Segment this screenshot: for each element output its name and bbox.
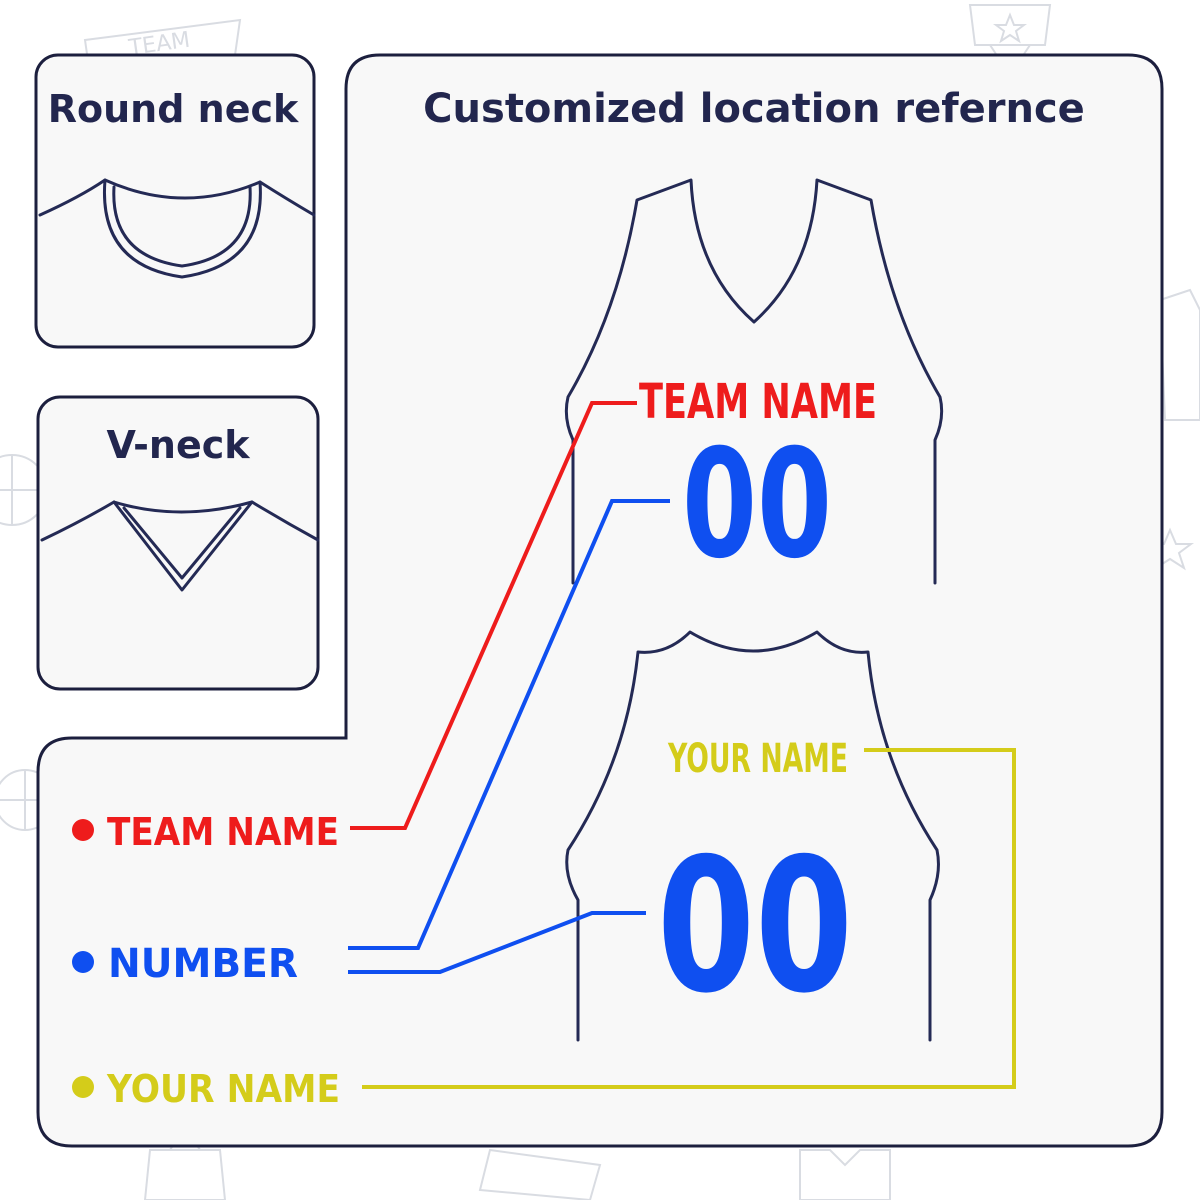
round-neck-title: Round neck xyxy=(48,87,299,131)
back-jersey: YOUR NAME 00 xyxy=(565,630,940,1042)
v-neck-panel: V-neck xyxy=(36,395,320,691)
legend: TEAM NAME NUMBER YOUR NAME xyxy=(72,810,340,1111)
back-player-name-text: YOUR NAME xyxy=(667,736,848,782)
jersey-doodle xyxy=(799,1149,891,1200)
team-name-leader-line xyxy=(350,401,637,830)
number-front-leader-line xyxy=(348,499,670,950)
reference-panel-frame xyxy=(36,53,1164,1148)
reference-title: Customized location refernce xyxy=(423,86,1085,132)
legend-bullet xyxy=(72,1076,94,1098)
jersey-doodle xyxy=(1158,288,1200,421)
legend-label: TEAM NAME xyxy=(107,810,339,854)
legend-item-your-name: YOUR NAME xyxy=(72,1067,340,1111)
round-neck-panel: Round neck xyxy=(34,53,316,349)
front-jersey: TEAM NAME 00 xyxy=(564,178,944,592)
back-jersey-outline xyxy=(565,630,940,1042)
v-neck-illustration xyxy=(40,500,320,592)
front-team-name-text: TEAM NAME xyxy=(639,374,877,430)
pennant-doodle xyxy=(478,1148,602,1200)
legend-label: NUMBER xyxy=(108,941,298,987)
round-neck-illustration xyxy=(38,178,316,279)
your-name-leader-line xyxy=(362,748,1016,1089)
round-neck-panel-frame xyxy=(34,53,316,349)
leader-lines xyxy=(348,401,1016,1089)
number-back-leader-line xyxy=(348,911,646,974)
legend-bullet xyxy=(72,819,94,841)
v-neck-title: V-neck xyxy=(106,423,250,467)
legend-label: YOUR NAME xyxy=(106,1067,340,1111)
trophy-doodle xyxy=(968,4,1052,61)
legend-bullet xyxy=(72,951,94,973)
back-number-text: 00 xyxy=(657,818,853,1034)
legend-item-team-name: TEAM NAME xyxy=(72,810,339,854)
front-number-text: 00 xyxy=(682,418,832,592)
front-jersey-outline xyxy=(564,178,944,585)
legend-item-number: NUMBER xyxy=(72,941,298,987)
v-neck-panel-frame xyxy=(36,395,320,691)
background-doodles: TEAM xyxy=(0,4,1200,1200)
